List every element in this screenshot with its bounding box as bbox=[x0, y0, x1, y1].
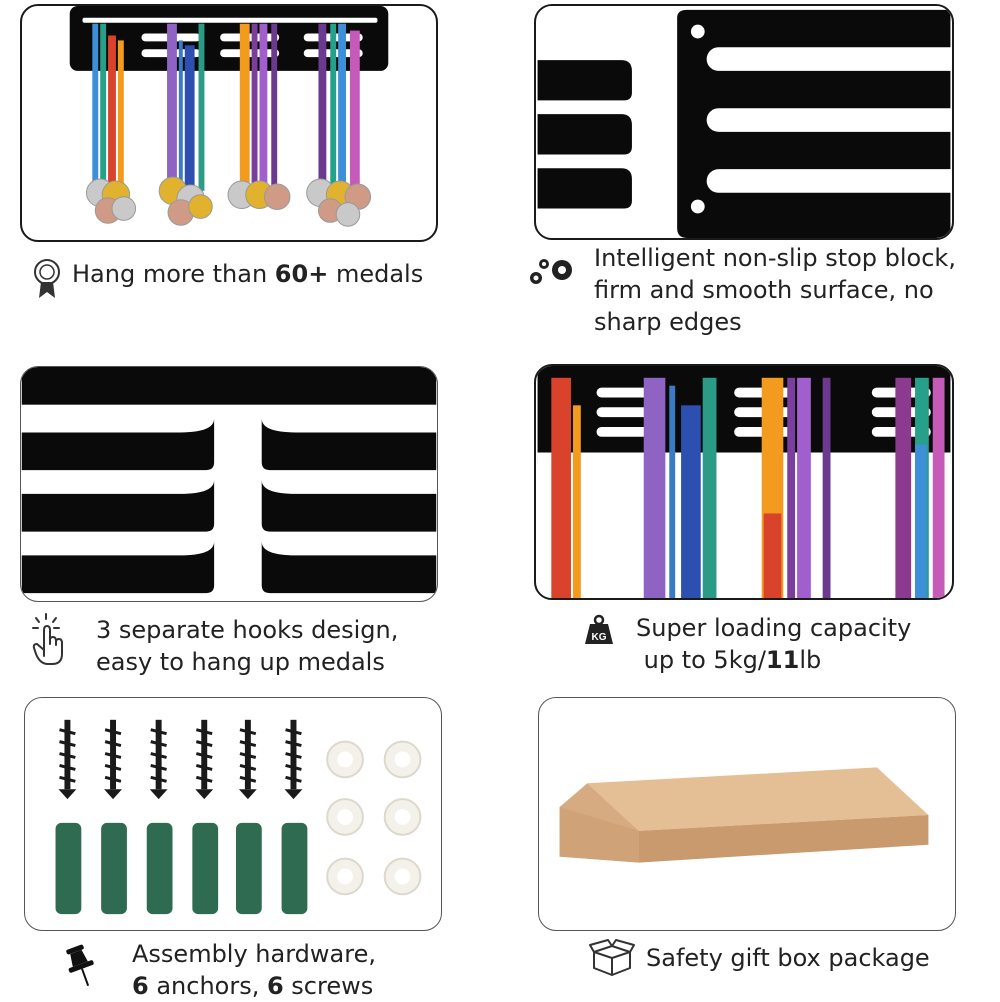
panel-loading-capacity bbox=[534, 364, 954, 600]
gift-box-image bbox=[559, 767, 929, 863]
feature-caption-medals: Hang more than 60+ medals bbox=[72, 260, 424, 288]
screw bbox=[195, 719, 214, 800]
ribbons-image bbox=[537, 366, 951, 598]
svg-text:KG: KG bbox=[592, 632, 607, 643]
screw bbox=[149, 719, 168, 800]
panel-hooks bbox=[20, 366, 438, 602]
gift-box-icon bbox=[588, 938, 636, 978]
screw bbox=[58, 719, 77, 800]
screw bbox=[104, 719, 122, 800]
feature-caption-capacity: Super loading capacity up to 5kg/11lb bbox=[636, 614, 912, 674]
panel-medal-rack bbox=[20, 4, 438, 242]
gears-icon bbox=[524, 254, 578, 288]
feature-caption-stop-block: Intelligent non-slip stop block, firm an… bbox=[594, 244, 956, 336]
screw bbox=[238, 719, 257, 800]
anchor bbox=[55, 822, 82, 915]
anchor bbox=[281, 822, 308, 915]
screw bbox=[284, 719, 303, 800]
feature-caption-hooks: 3 separate hooks design, easy to hang up… bbox=[96, 616, 399, 676]
anchor bbox=[146, 822, 173, 915]
anchor bbox=[235, 822, 262, 915]
panel-gift-box bbox=[538, 697, 956, 931]
anchor bbox=[192, 822, 219, 915]
kg-weight-icon: KG bbox=[584, 614, 614, 646]
feature-caption-hardware: Assembly hardware, 6 anchors, 6 screws bbox=[132, 940, 376, 1000]
hardware-image bbox=[55, 719, 422, 915]
panel-hardware bbox=[24, 697, 442, 931]
stop-block-image bbox=[537, 6, 952, 238]
pushpin-icon bbox=[64, 944, 98, 988]
anchor bbox=[101, 822, 127, 915]
feature-caption-gift-box: Safety gift box package bbox=[646, 944, 930, 972]
tap-hand-icon bbox=[30, 612, 70, 668]
medal-icon bbox=[32, 258, 62, 300]
hooks-image bbox=[21, 367, 437, 594]
medal-rack-image bbox=[69, 6, 389, 227]
panel-stop-block bbox=[534, 4, 954, 240]
